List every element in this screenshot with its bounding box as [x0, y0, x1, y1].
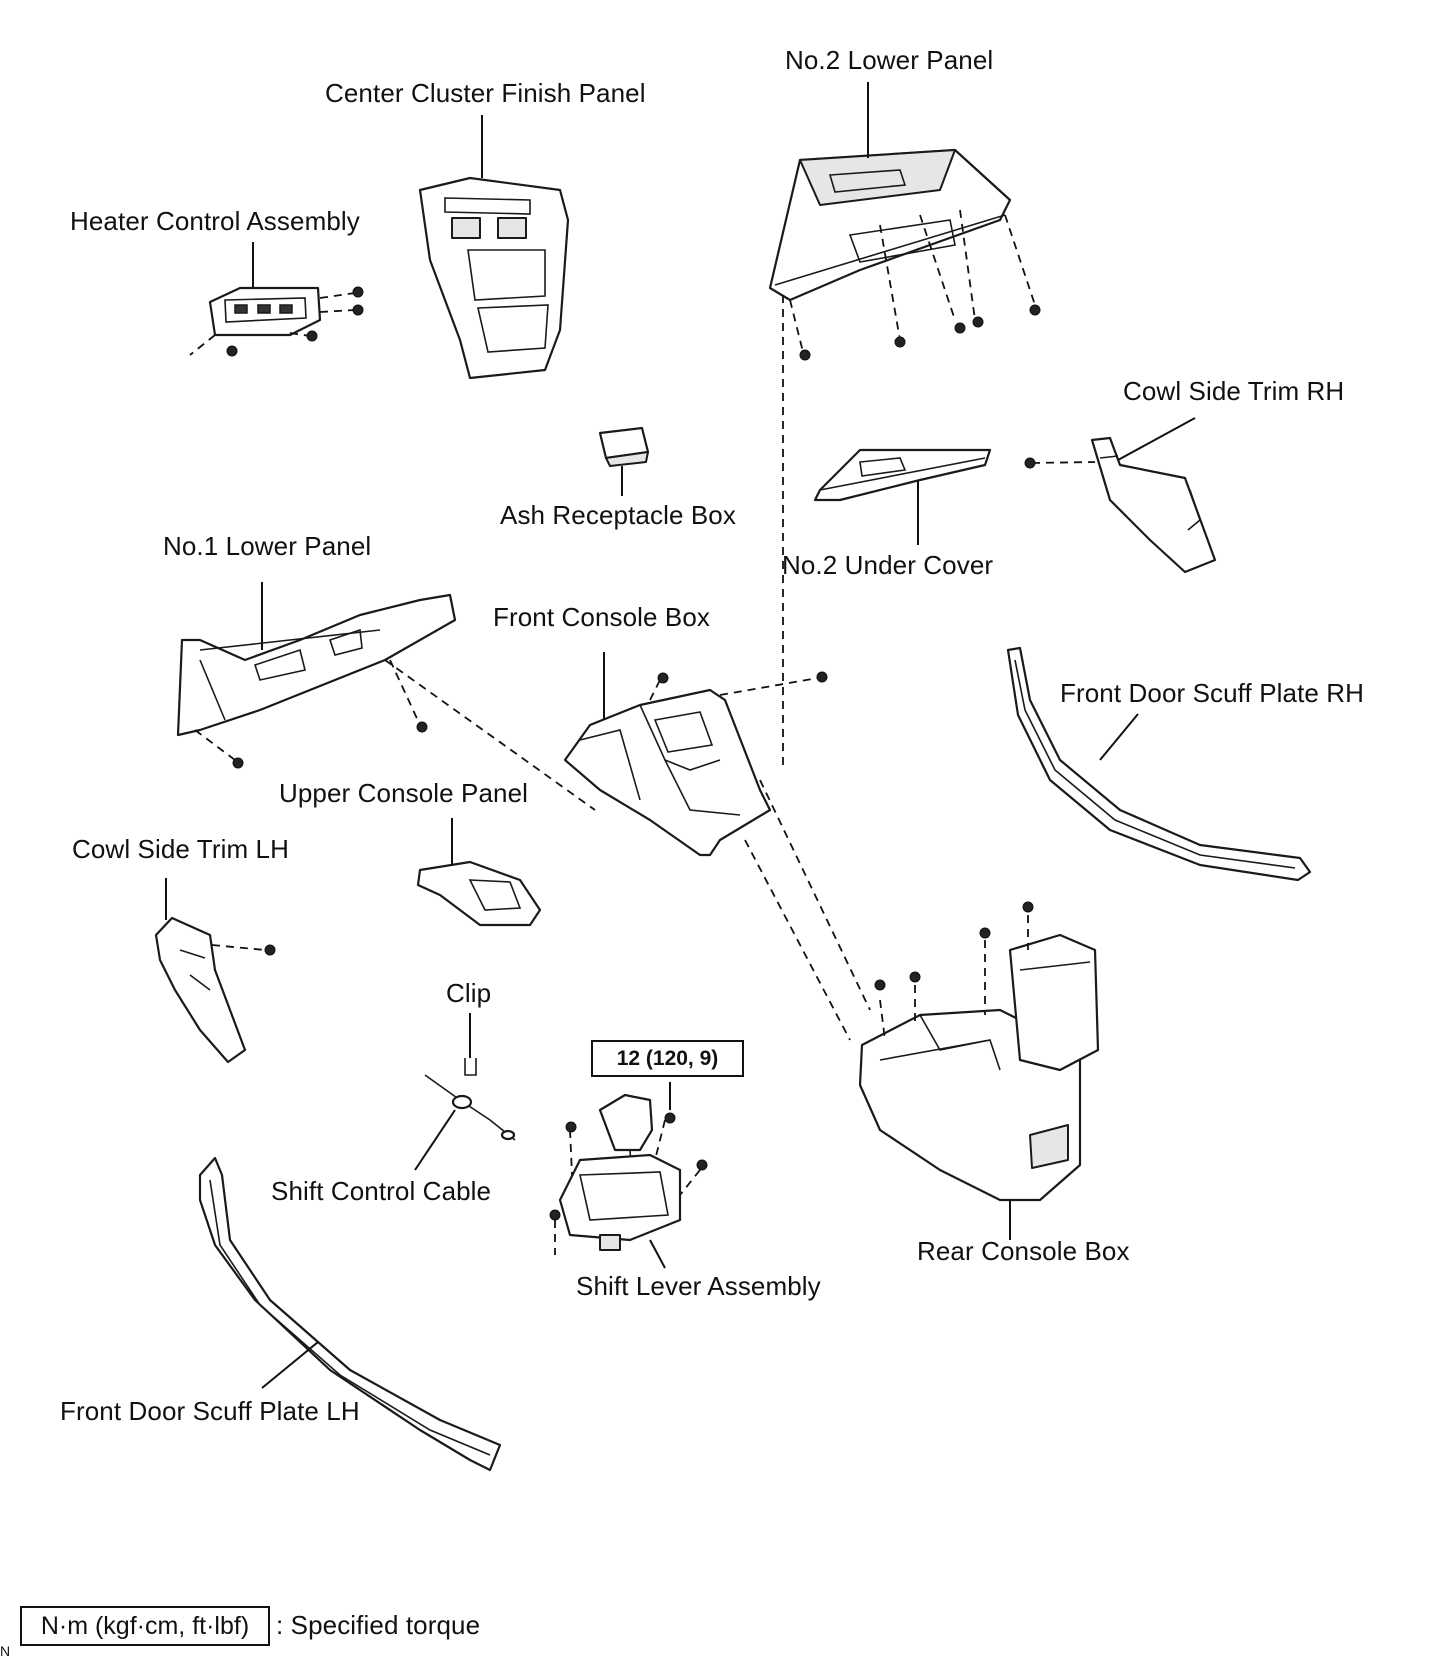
- label-no1-lower-panel: No.1 Lower Panel: [163, 531, 372, 561]
- heater-control-assembly-part: [208, 286, 322, 337]
- label-heater-control-assembly: Heater Control Assembly: [70, 206, 360, 236]
- label-front-door-scuff-plate-lh: Front Door Scuff Plate LH: [60, 1396, 360, 1426]
- rear-console-box-part: [858, 933, 1100, 1202]
- label-shift-lever-assembly: Shift Lever Assembly: [576, 1271, 821, 1301]
- upper-console-panel-part: [416, 860, 542, 927]
- label-no2-under-cover: No.2 Under Cover: [782, 550, 994, 580]
- front-console-box-part: [563, 688, 772, 857]
- no1-lower-panel-part: [176, 593, 457, 737]
- front-door-scuff-plate-lh-part: [198, 1156, 502, 1472]
- corner-mark: N: [0, 1643, 11, 1659]
- label-ash-receptacle-box: Ash Receptacle Box: [500, 500, 736, 530]
- label-clip: Clip: [446, 978, 492, 1008]
- label-no2-lower-panel: No.2 Lower Panel: [785, 45, 994, 75]
- label-center-cluster-finish-panel: Center Cluster Finish Panel: [325, 78, 646, 108]
- label-front-door-scuff-plate-rh: Front Door Scuff Plate RH: [1060, 678, 1365, 708]
- center-cluster-finish-panel-part: [418, 176, 570, 380]
- no2-lower-panel-part: [768, 148, 1012, 302]
- shift-control-cable-part: [424, 1074, 516, 1141]
- front-door-scuff-plate-rh-part: [1006, 646, 1312, 882]
- no2-under-cover-part: [813, 448, 992, 502]
- clip-part: [464, 1058, 477, 1076]
- label-rear-console-box: Rear Console Box: [917, 1236, 1130, 1266]
- label-upper-console-panel: Upper Console Panel: [279, 778, 529, 808]
- legend-description: : Specified torque: [276, 1610, 481, 1640]
- cowl-side-trim-lh-part: [154, 916, 247, 1064]
- legend-torque-unit-box: N·m (kgf·cm, ft·lbf): [20, 1606, 270, 1646]
- shift-lever-assembly-part: [558, 1093, 682, 1251]
- ash-receptacle-box-part: [598, 426, 650, 467]
- label-front-console-box: Front Console Box: [493, 602, 711, 632]
- label-cowl-side-trim-rh: Cowl Side Trim RH: [1123, 376, 1345, 406]
- torque-callout: 12 (120, 9): [591, 1040, 744, 1077]
- label-cowl-side-trim-lh: Cowl Side Trim LH: [72, 834, 289, 864]
- label-shift-control-cable: Shift Control Cable: [271, 1176, 492, 1206]
- cowl-side-trim-rh-part: [1090, 436, 1217, 574]
